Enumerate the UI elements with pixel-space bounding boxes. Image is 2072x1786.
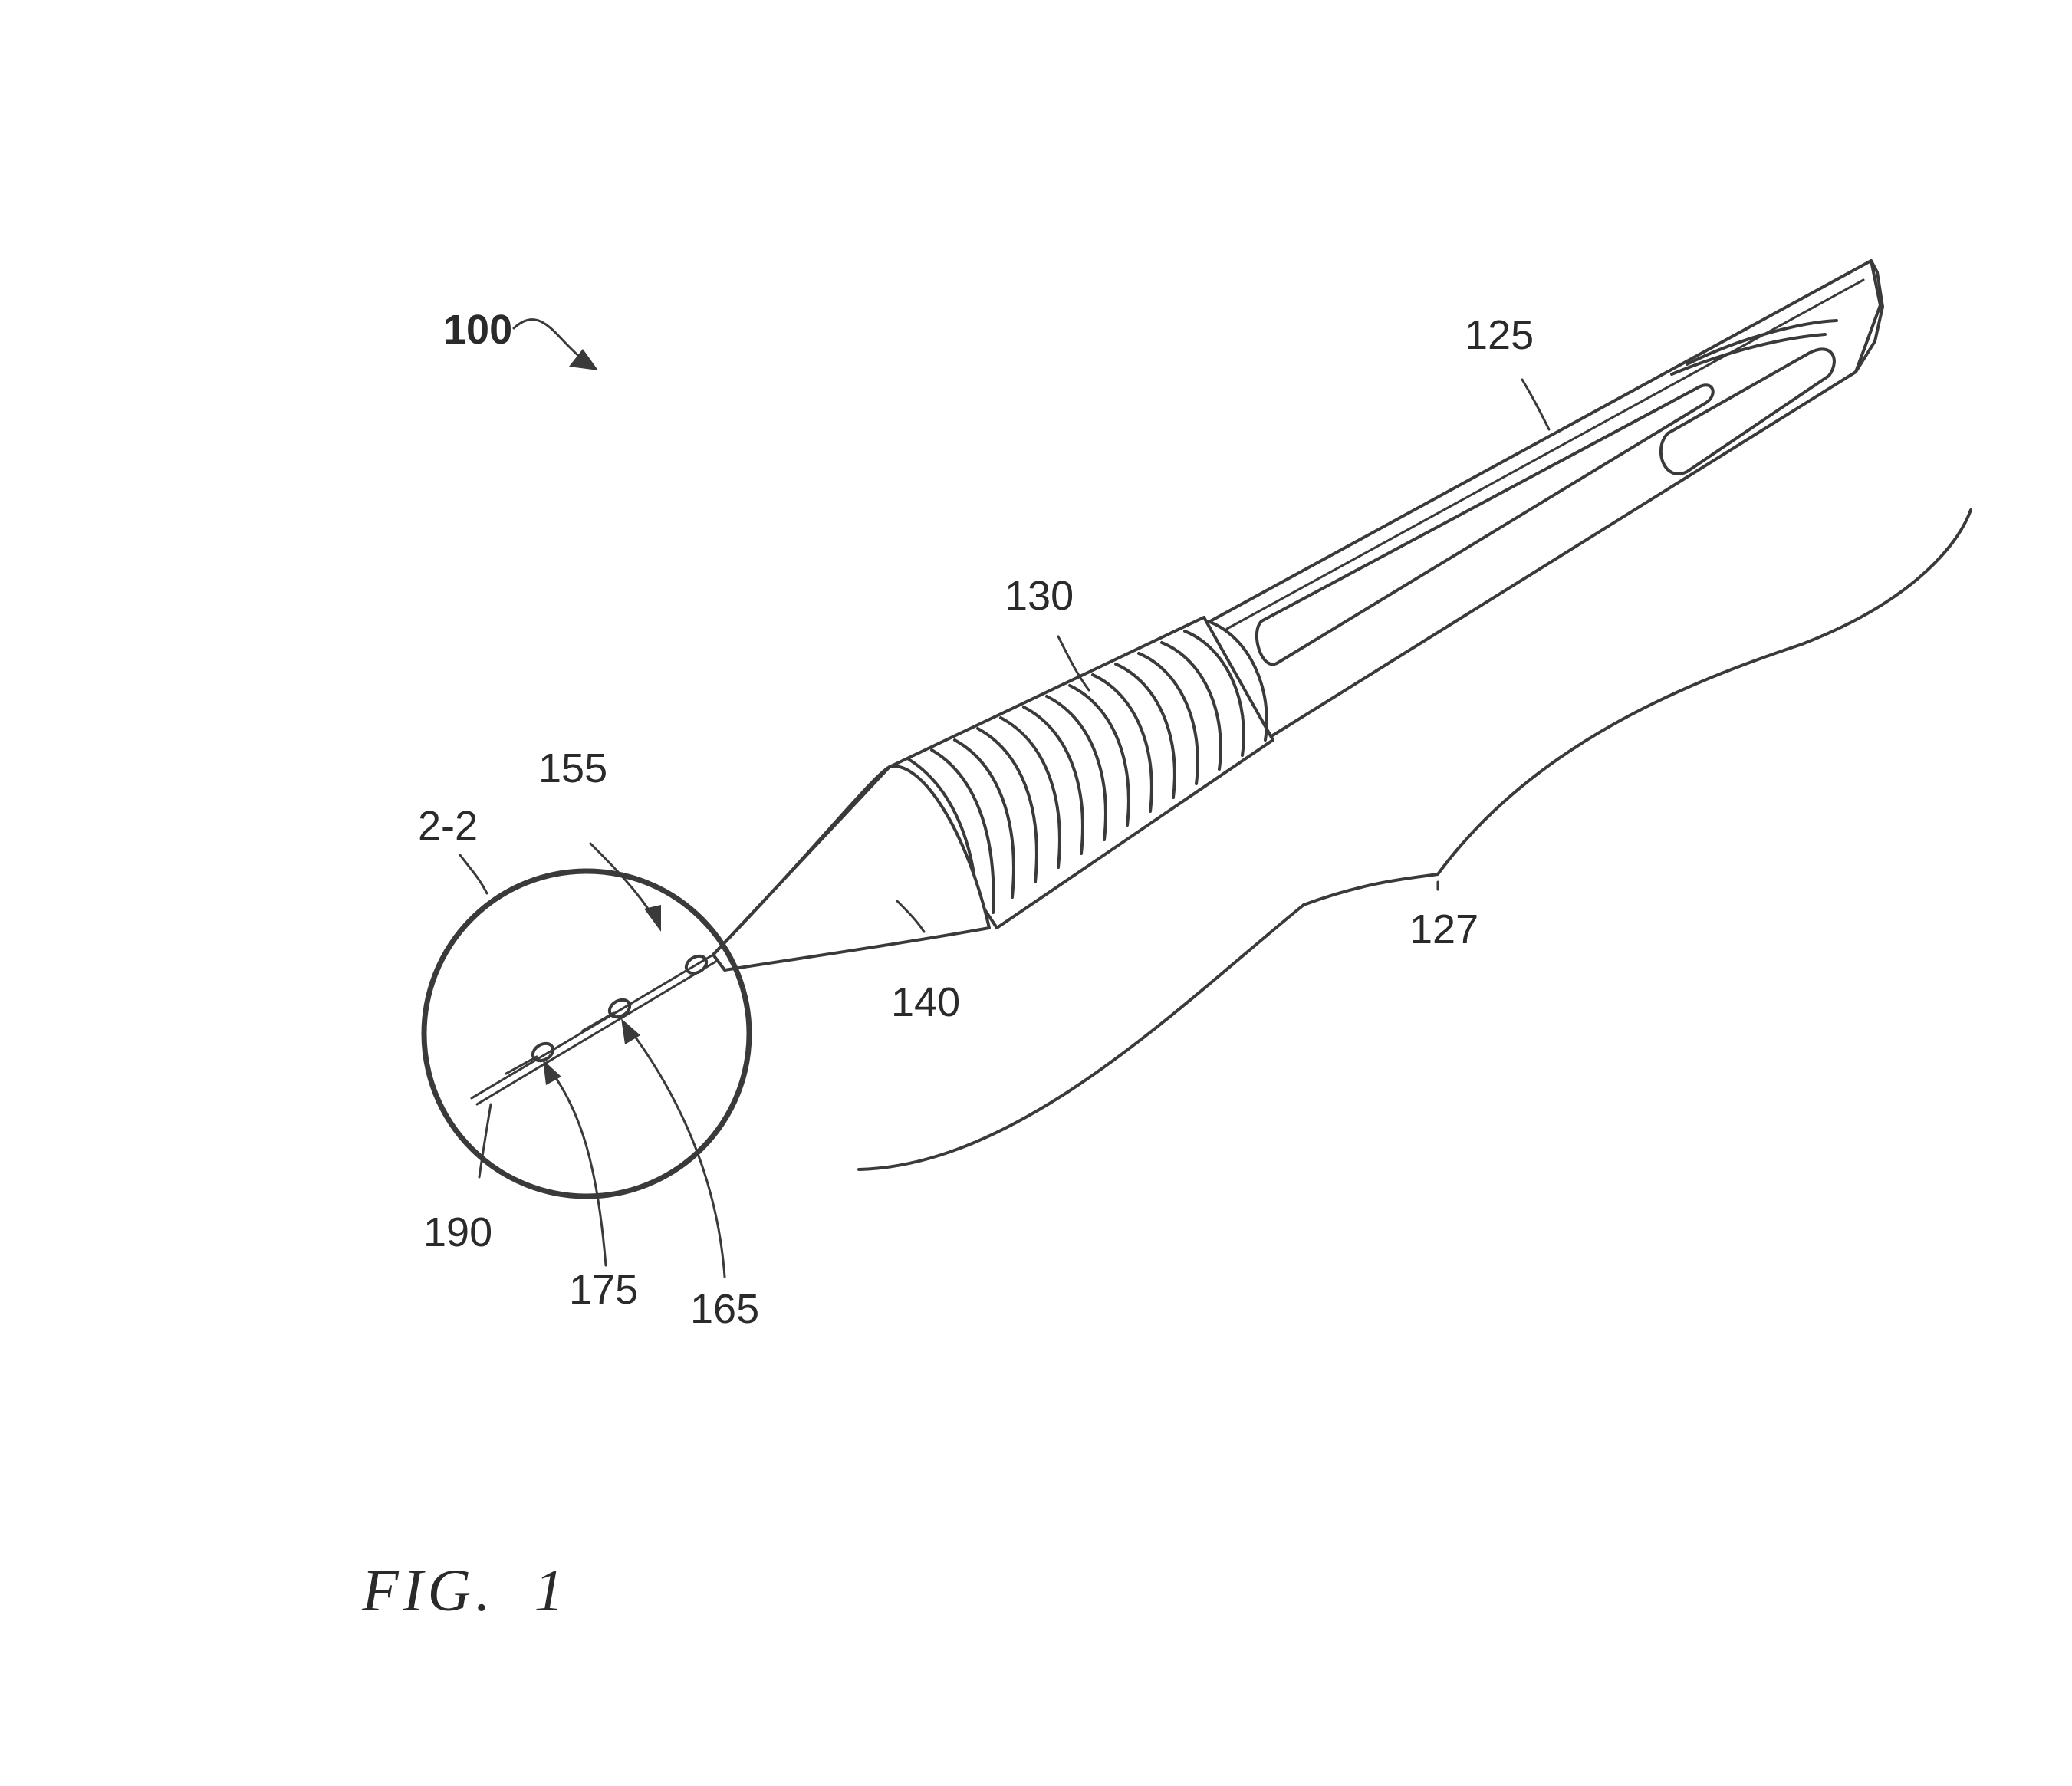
label-grip: 130 [1005, 573, 1074, 619]
probe-needle [470, 953, 719, 1106]
handle-housing [1195, 259, 1884, 742]
label-tapered-tip: 140 [891, 979, 960, 1025]
tapered-tip [712, 765, 991, 972]
label-housing: 125 [1465, 312, 1534, 358]
label-detail-circle: 2-2 [418, 803, 478, 849]
figure-caption: FIG. 1 [361, 1557, 568, 1623]
label-device: 100 [443, 307, 512, 353]
tissue-outline [857, 508, 1972, 1171]
label-tissue: 127 [1409, 906, 1478, 952]
label-probe: 155 [538, 745, 607, 791]
label-electrode-distal: 175 [569, 1267, 638, 1313]
leader-lines [459, 318, 1551, 1278]
grip-section [888, 616, 1274, 929]
label-electrode-proximal: 165 [690, 1286, 759, 1332]
label-needle-tip: 190 [423, 1209, 492, 1255]
detail-circle [421, 868, 752, 1199]
